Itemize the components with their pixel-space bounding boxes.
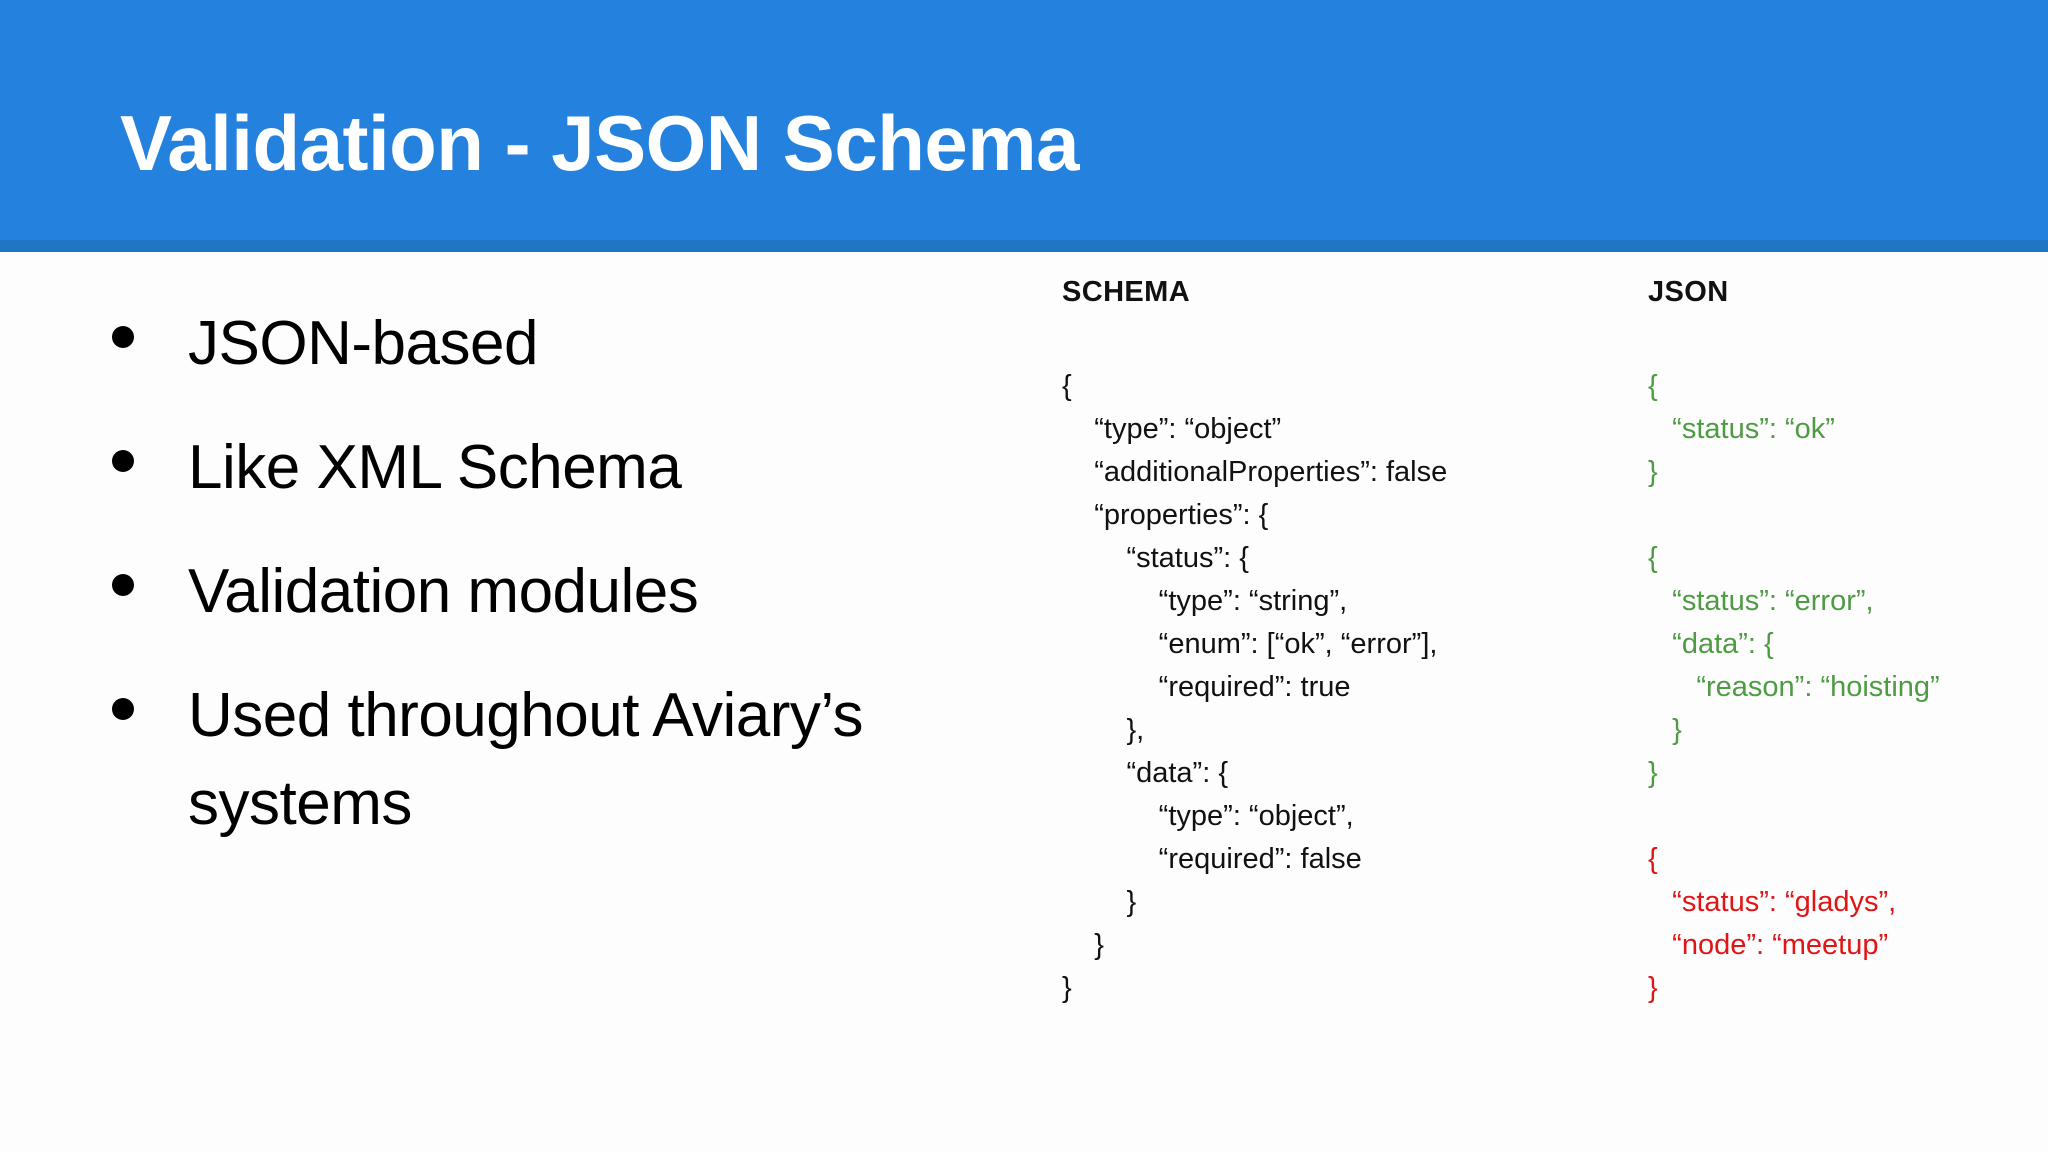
bullet-list: JSON-based Like XML Schema Validation mo… [112,300,992,884]
slide-header-underline [0,240,2048,252]
json-code-line: “reason”: “hoisting” [1648,671,1940,703]
bullet-dot-icon [112,450,148,473]
schema-code-line: } [1062,972,1072,1004]
bullet-dot-icon [112,574,148,597]
schema-code-line: }, [1062,714,1145,746]
json-code-line: { [1648,370,1658,402]
schema-code-line: “required”: false [1062,843,1362,875]
json-code-line: { [1648,542,1658,574]
schema-code-line: “additionalProperties”: false [1062,456,1448,488]
json-column-heading: JSON [1648,276,1729,308]
list-item-label: Validation modules [188,557,699,627]
schema-code-line: { [1062,370,1072,402]
schema-code-line: “status”: { [1062,542,1249,574]
json-code-line: “status”: “error”, [1648,585,1874,617]
list-item-label: JSON-based [188,309,538,378]
list-item: Like XML Schema [112,424,992,512]
json-examples: { “status”: “ok”}{ “status”: “error”, “d… [1648,365,2028,1010]
schema-code-line: } [1062,886,1137,918]
bullet-dot-icon [112,698,148,721]
list-item: JSON-based [112,300,992,388]
json-code-line: } [1648,456,1658,488]
list-item-label: Like XML Schema [188,433,682,503]
json-code-line: “node”: “meetup” [1648,929,1889,961]
json-code-line: } [1648,757,1658,789]
json-code-line: } [1648,972,1658,1004]
schema-code-line: “data”: { [1062,757,1229,789]
json-code-line: “data”: { [1648,628,1774,660]
schema-code-block: { “type”: “object” “additionalProperties… [1062,365,1662,1010]
schema-code-line: “type”: “string”, [1062,585,1348,617]
json-code-line: } [1648,714,1682,746]
page-title: Validation - JSON Schema [120,99,1079,187]
list-item-label: Used throughout Aviary’s systems [188,681,864,839]
schema-code-line: “type”: “object” [1062,413,1282,445]
list-item: Validation modules [112,548,992,636]
json-code-line: “status”: “ok” [1648,413,1835,445]
json-example-block: { “status”: “ok”} [1648,365,2028,494]
schema-code-line: “type”: “object”, [1062,800,1354,832]
json-code-line: “status”: “gladys”, [1648,886,1897,918]
json-column: JSON { “status”: “ok”}{ “status”: “error… [1648,276,2028,1010]
list-item: Used throughout Aviary’s systems [112,672,992,848]
schema-code-line: “required”: true [1062,671,1351,703]
schema-column: SCHEMA { “type”: “object” “additionalPro… [1062,276,1662,1010]
schema-code-line: “enum”: [“ok”, “error”], [1062,628,1438,660]
json-code-line: { [1648,843,1658,875]
json-example-block: { “status”: “error”, “data”: { “reason”:… [1648,537,2028,795]
schema-code-line: “properties”: { [1062,499,1269,531]
schema-code-line: } [1062,929,1104,961]
json-example-block: { “status”: “gladys”, “node”: “meetup”} [1648,838,2028,1010]
schema-column-heading: SCHEMA [1062,276,1191,308]
bullet-dot-icon [112,326,148,348]
slide-header-banner [0,0,2048,240]
